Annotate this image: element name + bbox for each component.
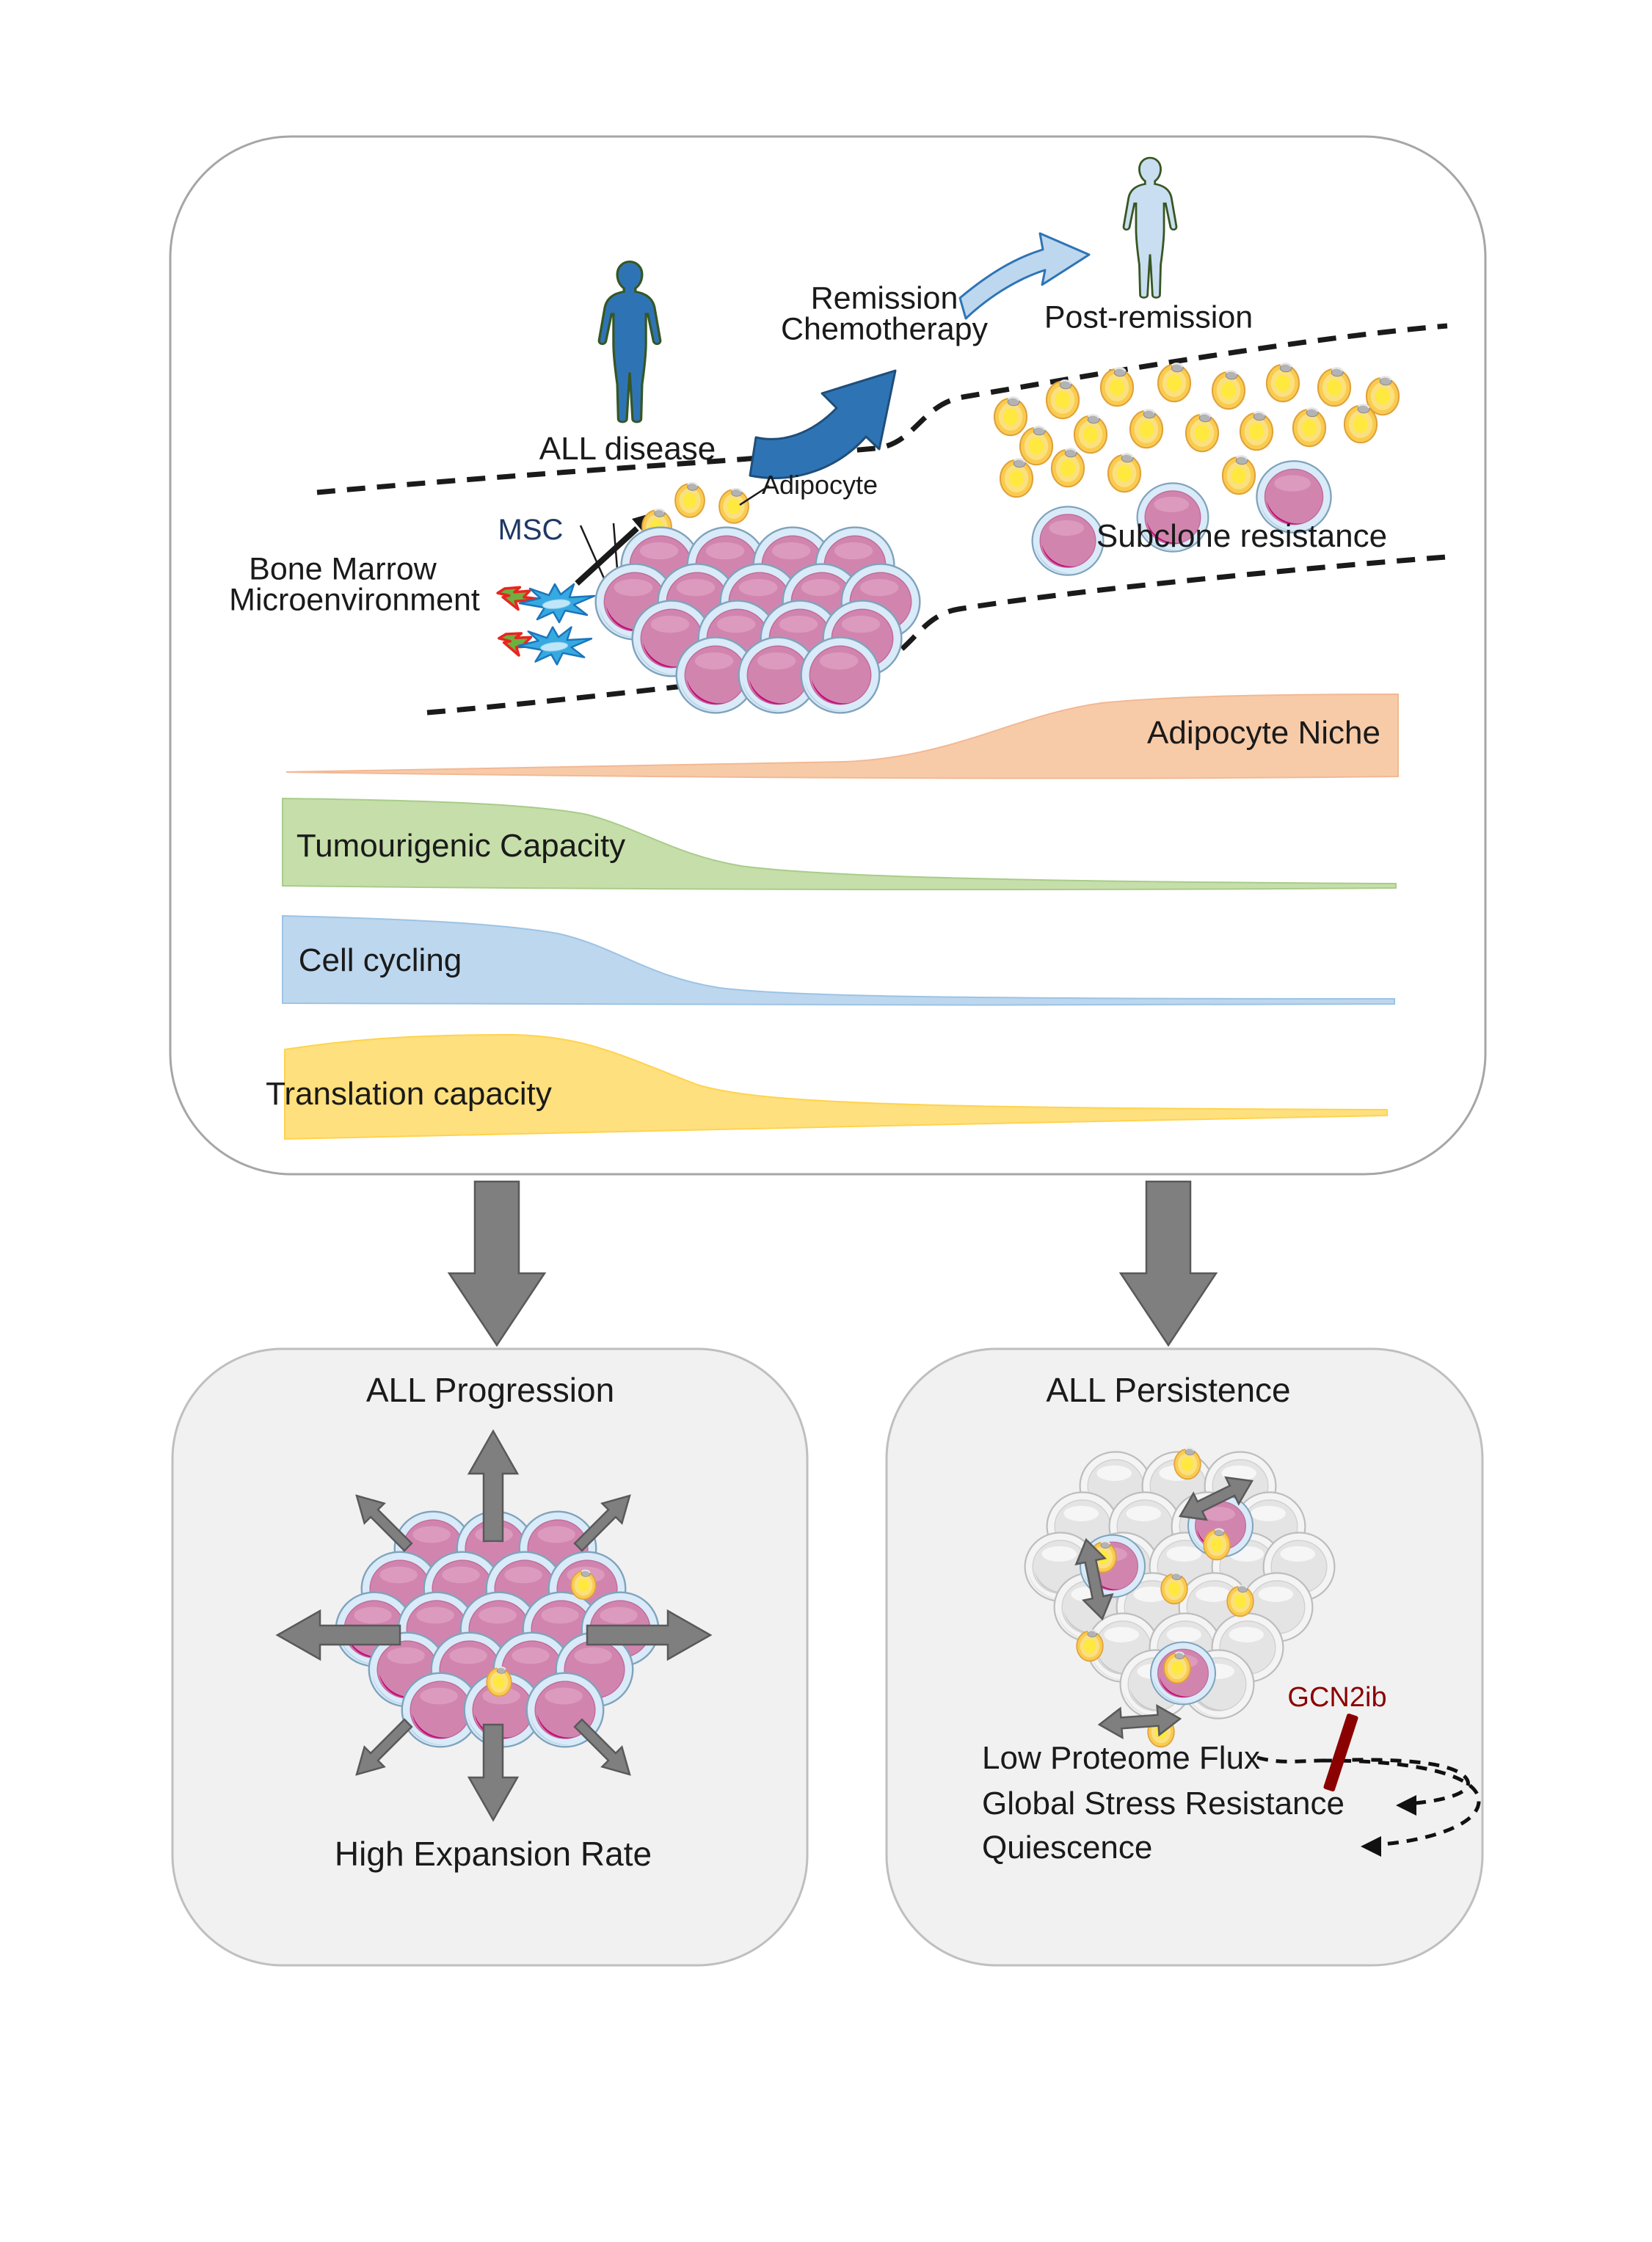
adipocyte-cell — [674, 481, 706, 518]
adipocyte-cell — [1019, 426, 1054, 466]
adipocyte-cell — [1045, 379, 1080, 420]
cell-motility-double-arrows — [1074, 1476, 1254, 1740]
subclone-resistance-label: Subclone resistance — [1096, 518, 1388, 554]
stress-loop-arrowhead — [1396, 1795, 1416, 1816]
expansion-arrow — [275, 1609, 401, 1662]
adipocyte-cell — [1129, 409, 1164, 449]
expansion-arrows — [275, 1429, 713, 1822]
post-remission-label: Post-remission — [1044, 299, 1253, 335]
resistant-leukemia-cell — [1031, 506, 1105, 576]
remission-label-line2: Chemotherapy — [780, 311, 989, 347]
msc-label: MSC — [498, 514, 564, 546]
all-disease-label: ALL disease — [539, 431, 716, 467]
adipocyte-cell — [1073, 414, 1108, 454]
to-persistence-arrow — [1118, 1180, 1218, 1347]
expansion-arrow-small — [355, 1718, 413, 1776]
to-progression-arrow — [447, 1180, 547, 1347]
adipocyte-cell — [1365, 376, 1400, 416]
all-progression-title: ALL Progression — [365, 1371, 615, 1409]
adipocyte-cell — [1173, 1447, 1201, 1480]
disease-to-remission-arrow — [749, 369, 897, 479]
adipocyte-niche-label: Adipocyte Niche — [1147, 715, 1380, 751]
flux-to-stress-dashed-loop — [1256, 1755, 1470, 1806]
adipocyte-cell — [1160, 1572, 1188, 1605]
adipocyte-cell — [999, 458, 1034, 498]
translation-capacity-label: Translation capacity — [266, 1076, 552, 1112]
cell-cycling-band — [282, 914, 1395, 1006]
adipocyte-cell — [1163, 1651, 1191, 1684]
remission-to-postremission-arrow — [958, 232, 1091, 320]
expansion-arrow-small — [573, 1494, 631, 1552]
adipocyte-cell — [1211, 370, 1246, 410]
quiescence-loop-arrowhead — [1361, 1836, 1381, 1857]
expansion-arrow — [467, 1429, 520, 1543]
expansion-arrow — [467, 1723, 520, 1822]
leukemia-cell — [800, 636, 881, 714]
quiescence-label: Quiescence — [982, 1830, 1153, 1866]
expansion-arrow — [586, 1609, 713, 1662]
adipocyte-pointer-line — [739, 484, 770, 506]
remission-label-line1: Remission — [810, 280, 958, 316]
adipocyte-cell — [1203, 1528, 1231, 1561]
expansion-arrow-small — [355, 1494, 413, 1552]
global-stress-resistance-label: Global Stress Resistance — [982, 1786, 1344, 1821]
all-persistence-title: ALL Persistence — [1046, 1371, 1291, 1409]
adipocyte-cell — [1221, 455, 1256, 495]
adipocyte-label: Adipocyte — [761, 470, 878, 500]
adipocyte-cell — [1239, 411, 1274, 451]
gcn2ib-inhibitor-bar — [1323, 1713, 1358, 1792]
low-proteome-flux-label: Low Proteome Flux — [982, 1740, 1261, 1776]
adipocyte-cell — [1226, 1584, 1254, 1617]
translation-capacity-band — [284, 1033, 1388, 1140]
adipocyte-cell — [1076, 1629, 1104, 1662]
msc-to-adipocyte-arrow — [575, 526, 639, 586]
adipocyte-cell — [1317, 367, 1352, 407]
adipocyte-cell — [1157, 363, 1192, 403]
adipocyte-cell — [570, 1569, 597, 1601]
motility-double-arrow — [1178, 1476, 1254, 1521]
adipocyte-cell — [1050, 448, 1085, 488]
upper-boundary-dashed-line — [316, 323, 1448, 495]
adipocyte-cell — [486, 1666, 512, 1697]
adipocyte-cell — [718, 487, 750, 524]
adipocyte-cell — [1099, 367, 1135, 407]
bone-marrow-label-line1: Bone Marrow — [249, 551, 437, 587]
motility-double-arrow — [1074, 1537, 1114, 1621]
adipocyte-cell — [1292, 407, 1327, 448]
gcn2ib-label: GCN2ib — [1287, 1682, 1387, 1713]
adipocyte-cell — [1185, 412, 1220, 453]
lower-boundary-dashed-line — [426, 554, 1447, 716]
adipocyte-niche-band — [285, 693, 1399, 779]
tumourigenic-capacity-band — [282, 797, 1397, 891]
adipocyte-cell — [1265, 363, 1300, 403]
motility-double-arrow — [1097, 1703, 1182, 1740]
high-expansion-rate-label: High Expansion Rate — [334, 1835, 652, 1873]
adipocyte-cell — [1107, 453, 1142, 493]
adipocyte-cell — [1343, 404, 1378, 444]
bone-marrow-label-line2: Microenvironment — [229, 582, 480, 618]
cell-cycling-label: Cell cycling — [298, 942, 462, 978]
flux-to-quiescence-dashed-loop — [1320, 1758, 1481, 1847]
adipocyte-cell — [993, 396, 1028, 437]
expansion-arrow-small — [573, 1718, 631, 1776]
tumourigenic-capacity-label: Tumourigenic Capacity — [296, 828, 626, 864]
